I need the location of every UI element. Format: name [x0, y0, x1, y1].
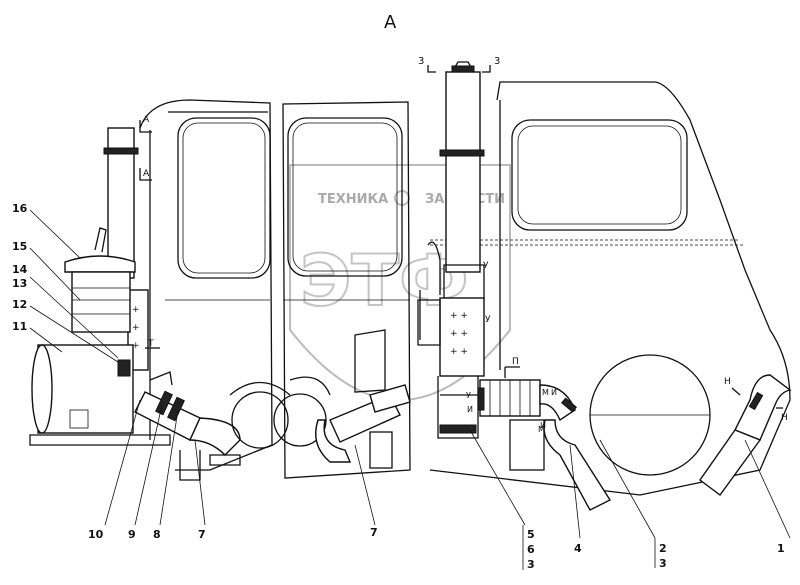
- svg-text:А: А: [143, 115, 150, 125]
- svg-text:У: У: [483, 261, 489, 271]
- svg-text:+ +: + +: [450, 347, 468, 357]
- callout-11: 11: [12, 320, 27, 333]
- svg-text:У: У: [466, 391, 471, 400]
- cab-right-panel: [429, 81, 791, 496]
- svg-text:П: П: [512, 357, 519, 367]
- filter-canister: [37, 344, 134, 434]
- svg-text:И: И: [551, 388, 557, 397]
- svg-text:И: И: [467, 405, 473, 414]
- cab-left-panel: [139, 99, 273, 471]
- hose-clamp-9: [155, 390, 173, 416]
- svg-text:+ +: + +: [450, 311, 468, 321]
- svg-text:Н: Н: [781, 413, 788, 423]
- cab-middle-panel: [282, 101, 411, 479]
- callout-3-right: 3: [659, 557, 667, 570]
- right-intake-assembly: + + + + + +: [417, 61, 612, 511]
- svg-text:Н: Н: [724, 377, 731, 387]
- callout-14: 14: [12, 263, 28, 276]
- svg-text:М: М: [538, 425, 545, 434]
- callout-7-left: 7: [198, 528, 206, 541]
- filter-cap: [64, 255, 136, 273]
- section-marks: А А 3 3 Т П У У М М И И Н Н У И: [139, 56, 788, 434]
- far-right-pipe: [699, 429, 762, 496]
- callout-8: 8: [153, 528, 161, 541]
- svg-text:3: 3: [494, 56, 500, 67]
- far-right-duct: [699, 374, 792, 496]
- callout-13: 13: [12, 277, 27, 290]
- middle-intake-assembly: [273, 329, 411, 469]
- svg-text:3: 3: [418, 56, 424, 67]
- callout-12: 12: [12, 298, 27, 311]
- hose-clamp-8: [167, 396, 185, 422]
- left-pipe-clamp: [103, 147, 139, 155]
- callout-9: 9: [128, 528, 136, 541]
- callout-7-right: 7: [370, 526, 378, 539]
- callout-15: 15: [12, 240, 27, 253]
- canister-clamp: [117, 359, 131, 377]
- svg-text:Т: Т: [147, 339, 154, 349]
- svg-text:+: +: [132, 305, 140, 315]
- svg-text:+: +: [132, 323, 140, 333]
- right-elbow: [539, 384, 576, 422]
- right-pipe-clamp: [439, 149, 485, 157]
- callout-3-left: 3: [527, 558, 535, 571]
- svg-text:А: А: [143, 169, 150, 179]
- filter-body: [71, 271, 131, 333]
- left-housing: [231, 391, 289, 449]
- callout-4: 4: [574, 542, 582, 555]
- watermark-left-word: ТЕХНИКА: [318, 192, 388, 207]
- svg-text:+: +: [132, 341, 140, 351]
- right-intake-pipe: [445, 71, 481, 273]
- view-label: А: [384, 12, 397, 33]
- callout-2: 2: [659, 542, 667, 555]
- svg-text:+ +: + +: [450, 329, 468, 339]
- middle-elbow: [315, 419, 352, 463]
- svg-text:У: У: [485, 315, 491, 325]
- svg-text:М: М: [542, 388, 549, 397]
- callouts: 16 15 14 13 12 11 10 9 8 7 7 5 6 3 4 2 3…: [12, 202, 785, 571]
- callout-10: 10: [88, 528, 104, 541]
- callout-5: 5: [527, 528, 535, 541]
- svg-text:И: И: [540, 421, 546, 430]
- right-duct: [543, 419, 612, 511]
- base-frame: [29, 434, 171, 446]
- leader-lines: [29, 209, 791, 570]
- callout-16: 16: [12, 202, 28, 215]
- callout-6: 6: [527, 543, 535, 556]
- callout-1: 1: [777, 542, 785, 555]
- left-intake-assembly: + + +: [31, 127, 291, 481]
